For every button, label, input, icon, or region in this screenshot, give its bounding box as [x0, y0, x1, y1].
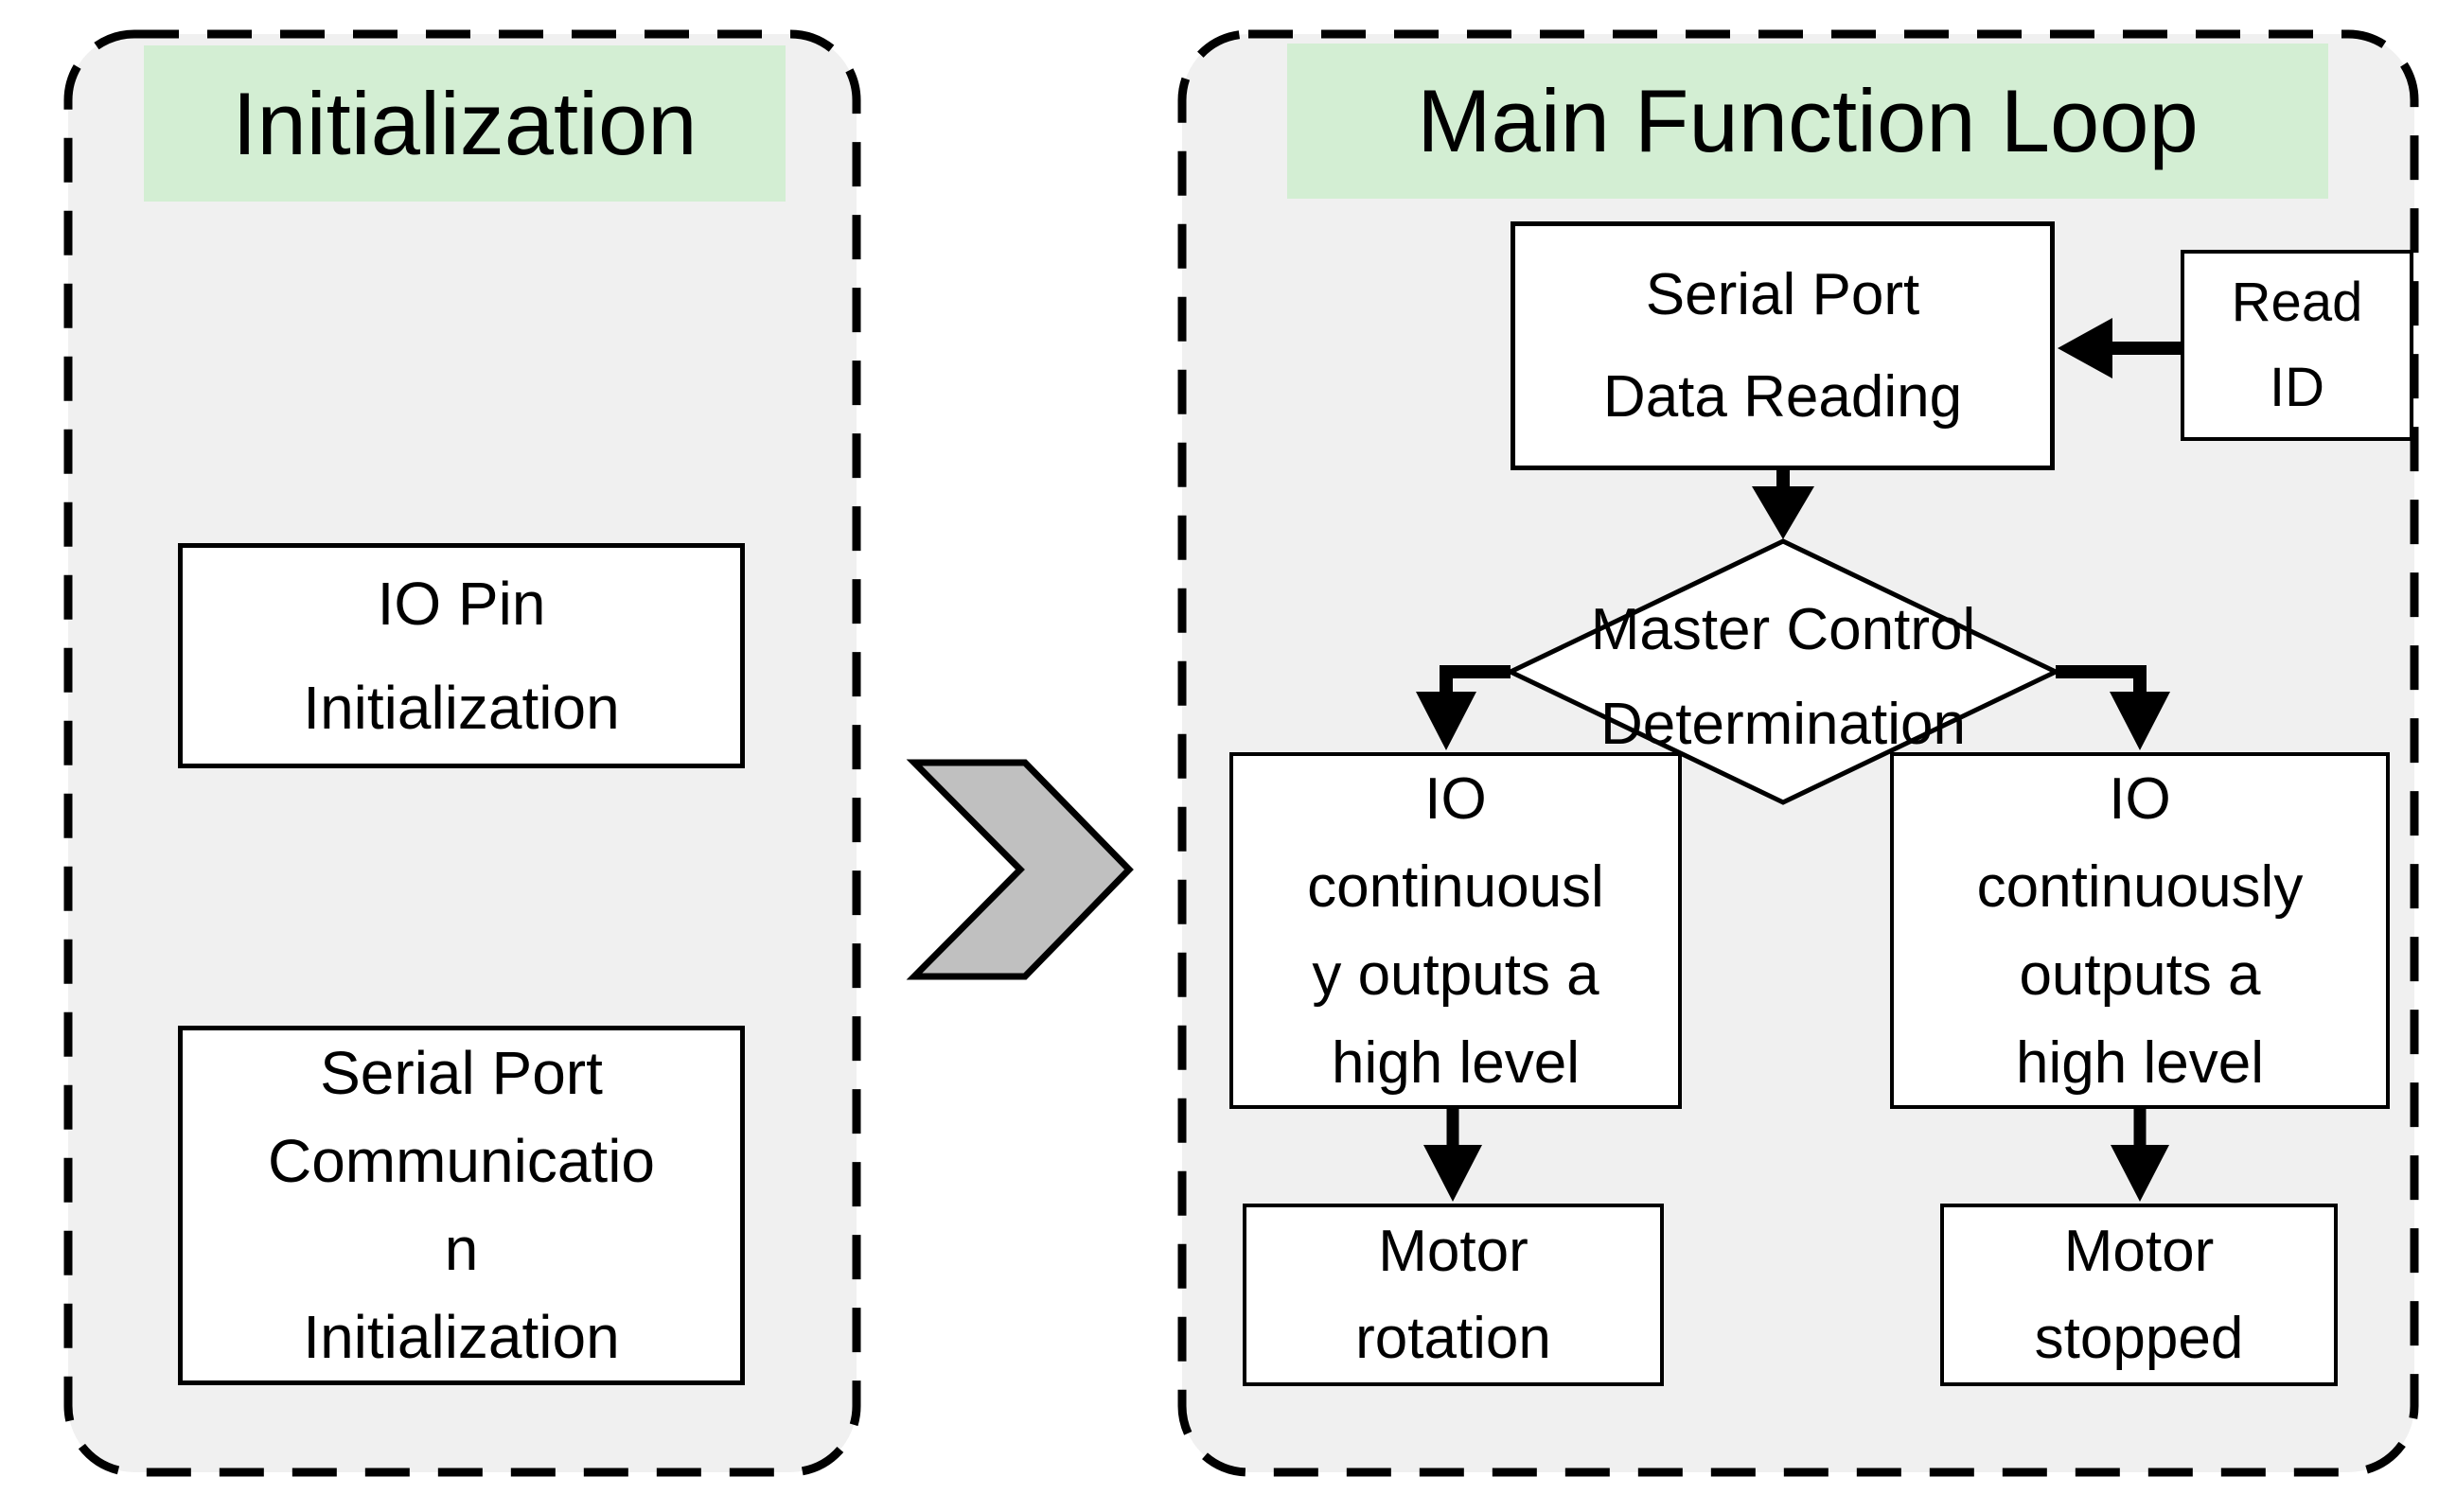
serial-read-line: Serial Port — [1645, 261, 1920, 327]
read-id-box: Read ID — [2181, 250, 2413, 441]
serial-port-data-reading-box: Serial Port Data Reading — [1511, 221, 2055, 470]
master-control-determination-label: Master Control Determination — [1423, 583, 2143, 772]
io-pin-init-line: Initialization — [303, 674, 620, 742]
io-pin-init-line: IO Pin — [377, 570, 546, 638]
serial-read-line: Data Reading — [1602, 363, 1963, 430]
arrow-serial-to-diamond — [1752, 470, 1814, 539]
motor-stopped-line: stopped — [2034, 1305, 2244, 1371]
serial-comm-init-line: n — [444, 1215, 479, 1283]
serial-comm-init-line: Communicatio — [267, 1127, 656, 1195]
read-id-line: Read — [2231, 272, 2363, 333]
initialization-panel-title: Initialization — [144, 45, 786, 202]
arrow-leftio-to-motor — [1423, 1109, 1482, 1202]
io-pin-init-box: IO Pin Initialization — [178, 543, 745, 768]
io-right-line: outputs a — [2019, 941, 2261, 1008]
diamond-label-line: Determination — [1600, 692, 1966, 757]
serial-comm-init-line: Initialization — [303, 1303, 620, 1371]
arrow-diamond-to-left-io — [1416, 665, 1511, 750]
motor-stopped-box: Motor stopped — [1940, 1204, 2338, 1386]
io-left-line: high level — [1332, 1029, 1580, 1096]
io-right-line: IO — [2109, 765, 2171, 832]
io-left-line: y outputs a — [1312, 941, 1599, 1008]
serial-comm-init-line: Serial Port — [320, 1039, 603, 1107]
io-high-level-left-box: IO continuousl y outputs a high level — [1229, 752, 1682, 1109]
initialization-title-text: Initialization — [232, 73, 698, 173]
main-loop-title-text: Main Function Loop — [1417, 71, 2199, 170]
read-id-line: ID — [2270, 357, 2324, 418]
io-left-line: IO — [1424, 765, 1487, 832]
arrow-diamond-to-right-io — [2056, 665, 2170, 750]
arrow-readid-to-serial — [2058, 318, 2181, 378]
io-left-line: continuousl — [1307, 853, 1604, 920]
motor-rotation-box: Motor rotation — [1243, 1204, 1664, 1386]
io-right-line: continuously — [1976, 853, 2304, 920]
motor-rotation-line: Motor — [1378, 1218, 1528, 1284]
arrow-rightio-to-motor — [2111, 1109, 2169, 1202]
diamond-label-line: Master Control — [1590, 597, 1976, 662]
serial-comm-init-box: Serial Port Communicatio n Initializatio… — [178, 1026, 745, 1385]
io-right-line: high level — [2016, 1029, 2264, 1096]
motor-rotation-line: rotation — [1355, 1305, 1551, 1371]
io-high-level-right-box: IO continuously outputs a high level — [1890, 752, 2390, 1109]
main-loop-panel-title: Main Function Loop — [1287, 44, 2328, 199]
decision-diamond-shape — [1505, 538, 2061, 805]
motor-stopped-line: Motor — [2063, 1218, 2215, 1284]
chevron-right-icon — [906, 759, 1134, 980]
